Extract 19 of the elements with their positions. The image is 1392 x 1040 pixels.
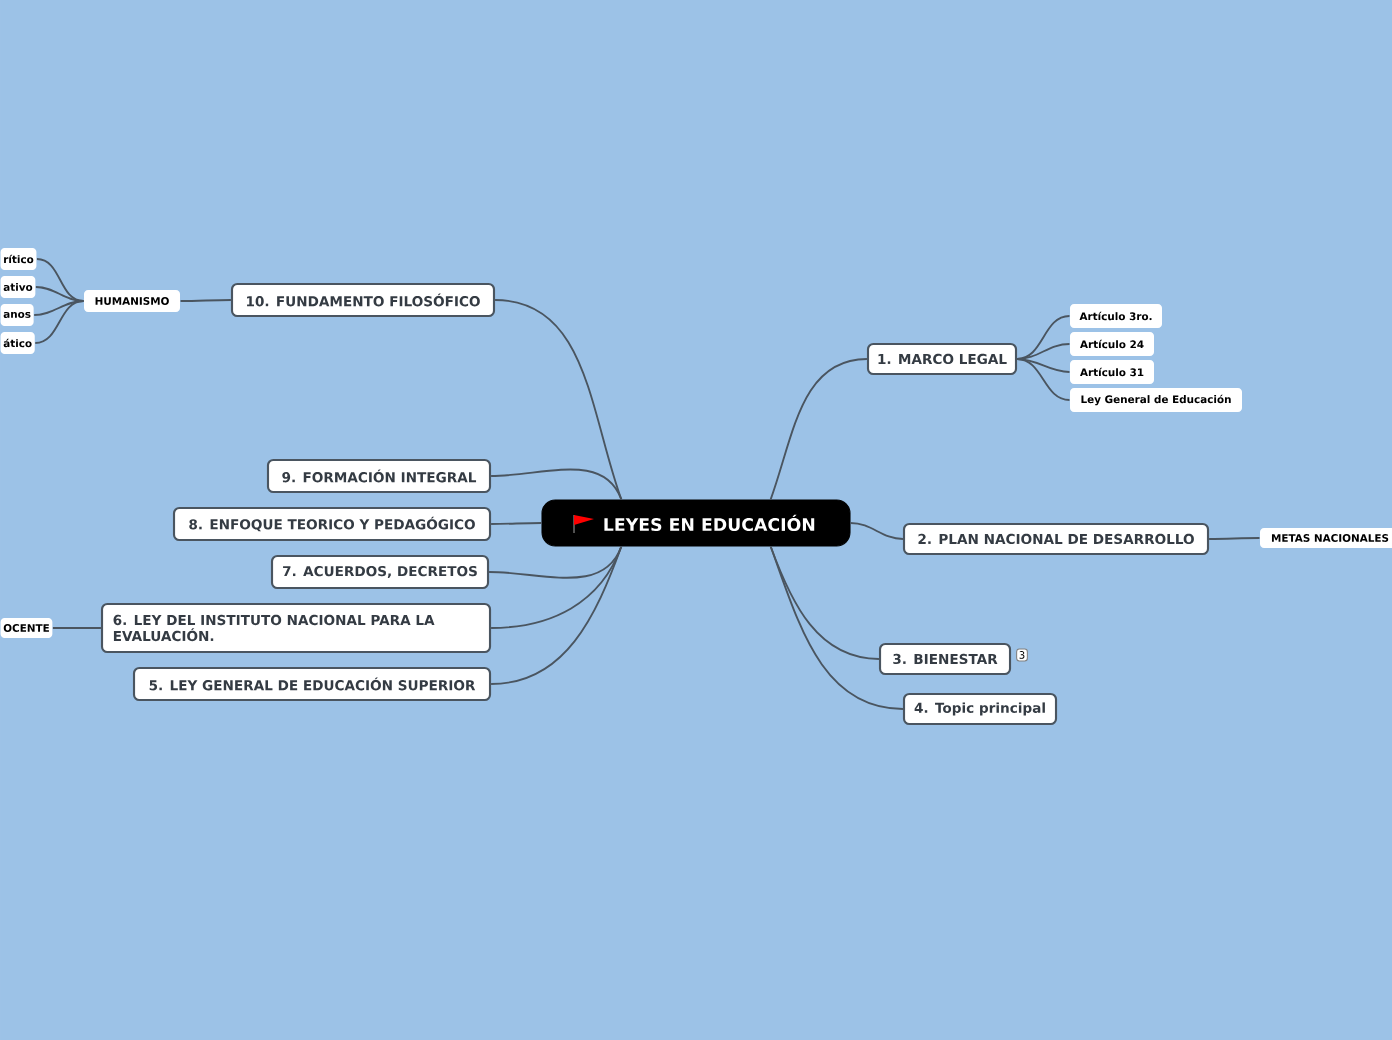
connector-line	[769, 545, 904, 710]
central-topic: LEYES EN EDUCACIÓN	[541, 499, 851, 547]
connector-line	[490, 545, 623, 629]
connector-line	[1016, 358, 1071, 373]
connector-line	[34, 300, 85, 344]
connector-line	[769, 545, 880, 660]
connector-line	[490, 468, 623, 501]
connector-line	[51, 627, 102, 629]
connector-line	[490, 522, 543, 525]
connector-line	[179, 299, 232, 302]
connector-line	[1208, 537, 1261, 540]
connector-line	[1016, 315, 1071, 360]
connector-line	[488, 545, 623, 579]
connector-line	[33, 300, 85, 316]
connector-line	[36, 258, 85, 302]
connector-line	[494, 299, 623, 501]
connector-line	[1016, 358, 1071, 401]
connector-line	[849, 522, 904, 540]
connector-line	[769, 358, 868, 501]
